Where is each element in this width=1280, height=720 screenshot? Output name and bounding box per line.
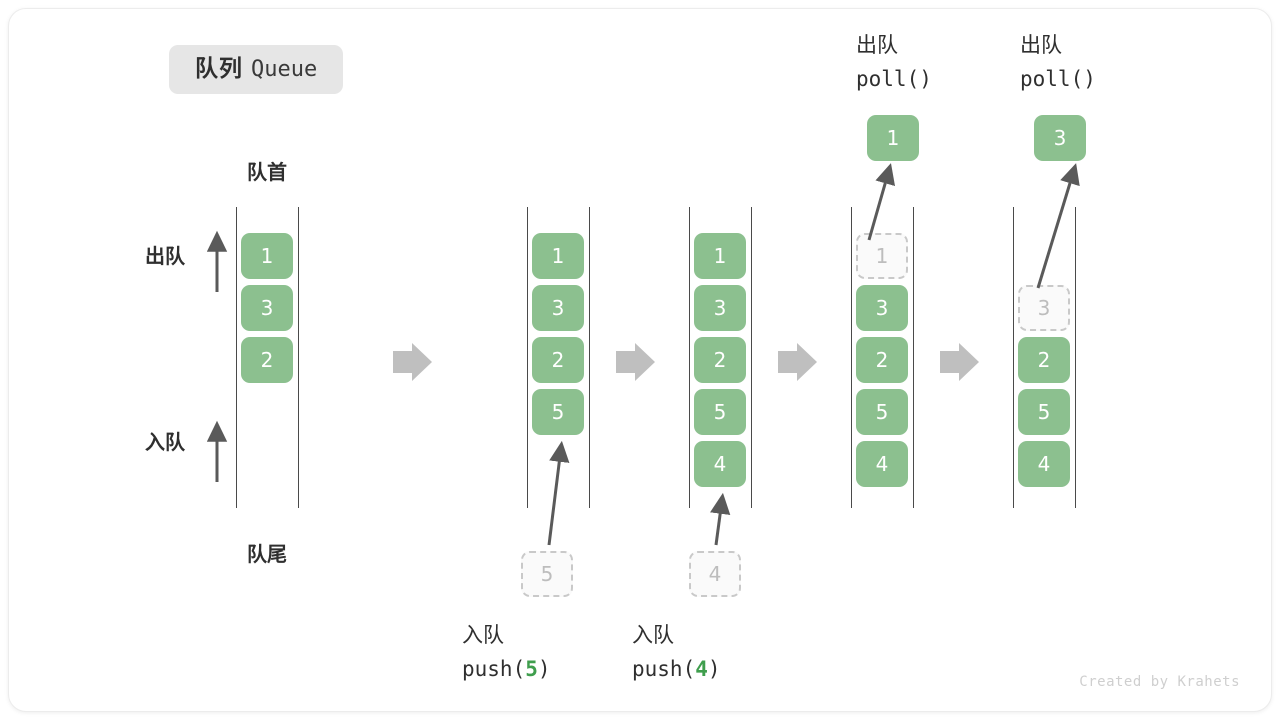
operation-arg: 5 [525,657,538,681]
queue-element: 2 [1018,337,1070,383]
queue-element-removed: 3 [1018,285,1070,331]
queue-element: 3 [694,285,746,331]
operation-label-poll-1: 出队 poll() [786,28,986,96]
queue-rail-left [851,207,852,508]
diagram-card [8,8,1272,712]
operation-fn: push( [462,657,526,681]
queue-stage-initial: 1 3 2 [236,207,299,508]
queue-element: 3 [532,285,584,331]
queue-element: 1 [241,233,293,279]
queue-rail-right [913,207,914,508]
queue-tail-label: 队尾 [247,542,287,566]
operation-code: push(5) [462,652,642,686]
queue-rail-right [589,207,590,508]
diagram-title-badge: 队列 Queue [169,45,344,94]
incoming-element-4: 4 [689,551,741,597]
title-english: Queue [251,57,318,82]
queue-element: 1 [532,233,584,279]
queue-rail-left [527,207,528,508]
queue-element: 5 [856,389,908,435]
operation-label-push-5: 入队 push(5) [462,618,642,686]
queue-rail-right [298,207,299,508]
operation-label-push-4: 入队 push(4) [632,618,812,686]
queue-element: 2 [532,337,584,383]
queue-element: 4 [694,441,746,487]
queue-element: 2 [694,337,746,383]
queue-stage-poll-1: 1 3 2 5 4 [851,207,914,508]
queue-element: 4 [1018,441,1070,487]
queue-rail-right [751,207,752,508]
enqueue-direction-label: 入队 [145,430,185,454]
operation-label-poll-3: 出队 poll() [950,28,1150,96]
queue-element: 3 [856,285,908,331]
queue-element: 4 [856,441,908,487]
dequeue-direction-label: 出队 [145,244,185,268]
queue-element: 2 [856,337,908,383]
operation-fn: push( [632,657,696,681]
queue-stage-push-5: 1 3 2 5 [527,207,590,508]
incoming-element-5: 5 [521,551,573,597]
operation-code: push(4) [632,652,812,686]
queue-rail-left [1013,207,1014,508]
queue-element: 5 [1018,389,1070,435]
queue-rail-left [689,207,690,508]
queue-element: 3 [241,285,293,331]
operation-code: poll() [856,67,932,91]
operation-cn: 入队 [632,623,674,647]
queue-element-removed: 1 [856,233,908,279]
queue-stage-push-4: 1 3 2 5 4 [689,207,752,508]
popped-element-3: 3 [1034,115,1086,161]
queue-element: 2 [241,337,293,383]
queue-rail-right [1075,207,1076,508]
queue-element: 1 [694,233,746,279]
queue-element: 5 [532,389,584,435]
operation-arg: 4 [695,657,708,681]
operation-code: poll() [1020,67,1096,91]
operation-close: ) [707,657,721,681]
queue-head-label: 队首 [247,160,287,184]
title-chinese: 队列 [195,56,243,82]
queue-rail-left [236,207,237,508]
watermark-credit: Created by Krahets [1079,674,1240,690]
popped-element-1: 1 [867,115,919,161]
operation-cn: 入队 [462,623,504,647]
operation-cn: 出队 [856,33,898,57]
operation-close: ) [537,657,551,681]
queue-stage-poll-3: 3 2 5 4 [1013,207,1076,508]
queue-element: 5 [694,389,746,435]
operation-cn: 出队 [1020,33,1062,57]
